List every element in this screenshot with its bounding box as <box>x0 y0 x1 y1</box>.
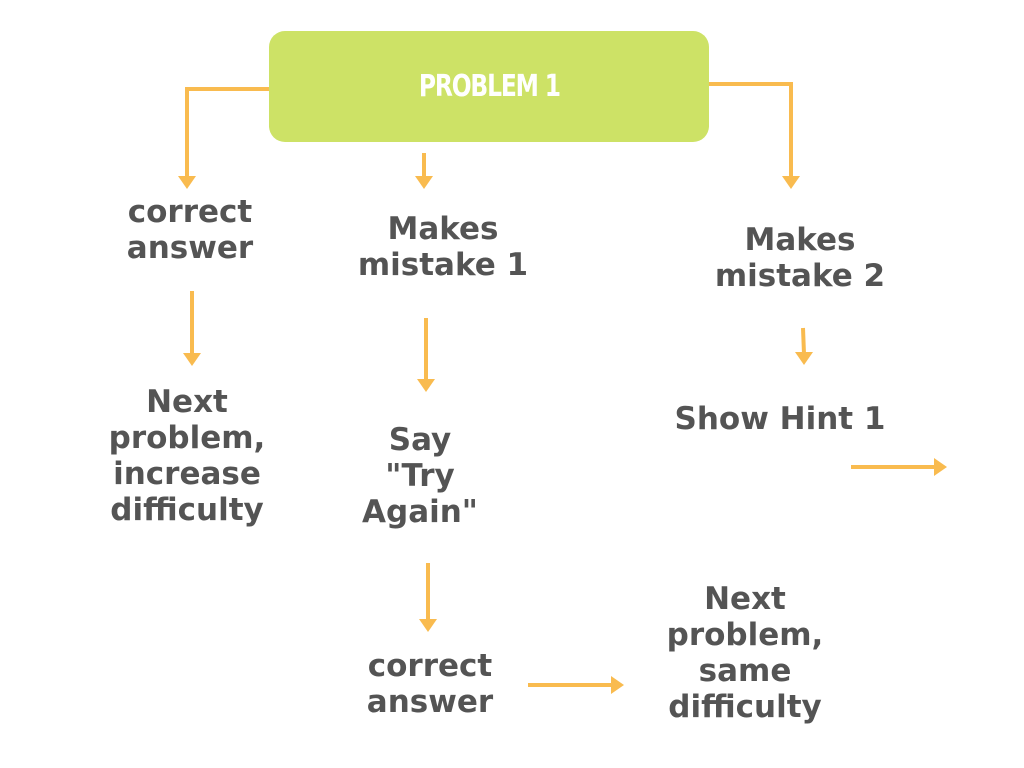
node-makes-mistake-2: Makes mistake 2 <box>714 222 886 294</box>
node-makes-mistake-1: Makes mistake 1 <box>357 211 529 283</box>
node-next-problem-same-difficulty: Next problem, same difficulty <box>666 581 824 725</box>
edge-correct-answer-to-next-problem-increase <box>183 291 201 366</box>
edge-root-to-makes-mistake-2 <box>709 82 800 189</box>
node-correct-answer-1: correct answer <box>126 194 254 266</box>
edge-root-to-makes-mistake-1 <box>415 153 433 189</box>
node-correct-answer-2: correct answer <box>366 648 494 720</box>
node-next-problem-increase-difficulty: Next problem, increase difficulty <box>108 384 266 528</box>
edge-mistake-1-to-say-try-again <box>417 318 435 392</box>
node-say-try-again: Say "Try Again" <box>362 422 478 530</box>
edge-mistake-2-to-show-hint <box>795 327 813 365</box>
edge-root-to-correct-answer <box>178 87 269 189</box>
node-show-hint-1: Show Hint 1 <box>674 401 886 437</box>
edge-try-again-to-correct-answer <box>419 563 437 632</box>
root-node-problem-1: PROBLEM 1 <box>269 31 709 142</box>
edge-correct-answer-to-next-problem-same <box>528 676 624 694</box>
edge-show-hint-continues <box>851 458 947 476</box>
root-node-label: PROBLEM 1 <box>418 69 561 104</box>
